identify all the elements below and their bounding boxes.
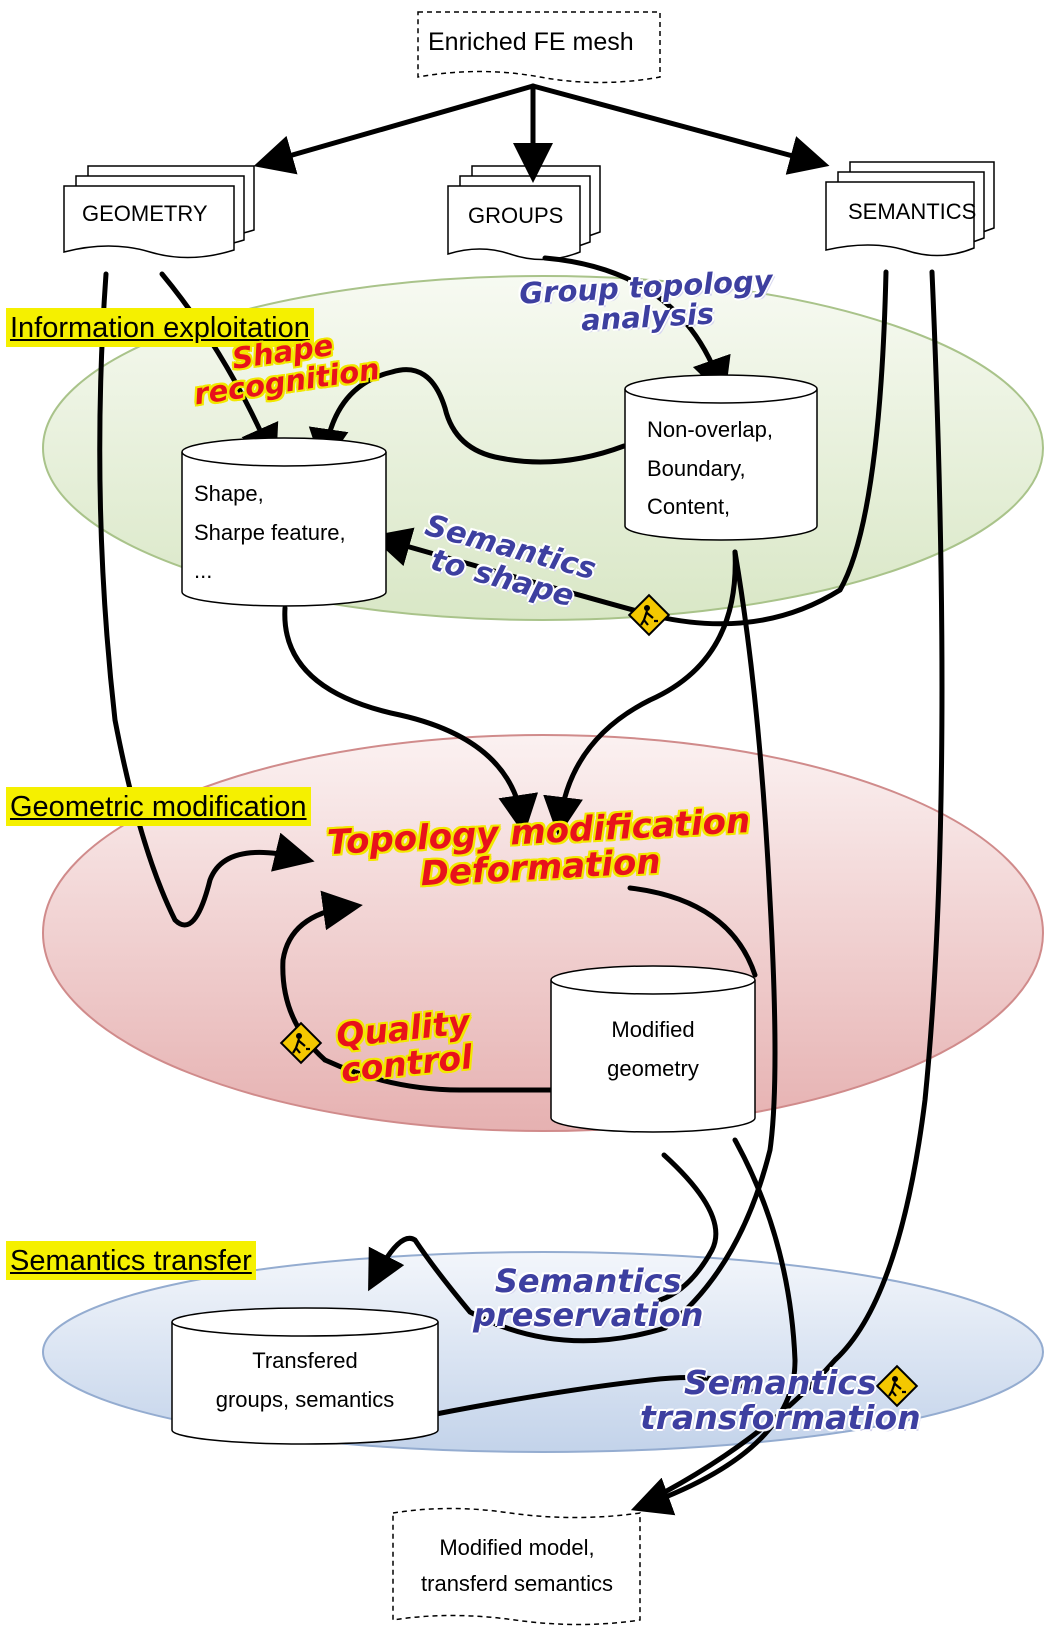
semantics-preservation-label: Semantics preservation: [473, 1262, 704, 1334]
enriched-fe-mesh-box: [417, 11, 661, 84]
construction-worker-icon: [279, 1021, 323, 1065]
shape-database-text: Shape, Sharpe feature, ...: [194, 481, 346, 583]
modified-model-box: [392, 1507, 641, 1626]
modified-geometry-database-text: Modified geometry: [607, 1017, 699, 1081]
construction-worker-icon: [875, 1364, 919, 1408]
information-exploitation-stage: Information exploitation: [6, 308, 314, 348]
quality-control-label: Quality control: [334, 1002, 475, 1090]
geometry-document-stack: [63, 165, 255, 259]
groups-document-stack: [447, 165, 601, 261]
topology-database: [624, 374, 818, 541]
geometric-modification-stage: Geometric modification: [6, 787, 311, 827]
construction-worker-icon: [627, 593, 671, 637]
groups-document-label: GROUPS: [468, 203, 564, 228]
bottom-output-label: Modified model, transferd semantics: [421, 1535, 613, 1597]
semantics-document-label: SEMANTICS: [848, 199, 977, 224]
semantics-document-stack: [825, 161, 995, 257]
semantics-transformation-label: Semantics transformation: [640, 1363, 921, 1437]
transfered-database-text: Transfered groups, semantics: [215, 1348, 395, 1412]
transfered-database: [171, 1307, 439, 1445]
geometry-document-label: GEOMETRY: [82, 201, 208, 226]
shape-database: [181, 437, 387, 607]
modified-geometry-database: [550, 965, 756, 1133]
semantics-transfer-stage: Semantics transfer: [6, 1241, 256, 1281]
top-input-label: Enriched FE mesh: [428, 28, 634, 56]
topology-database-text: Non-overlap, Boundary, Content,: [647, 417, 773, 519]
